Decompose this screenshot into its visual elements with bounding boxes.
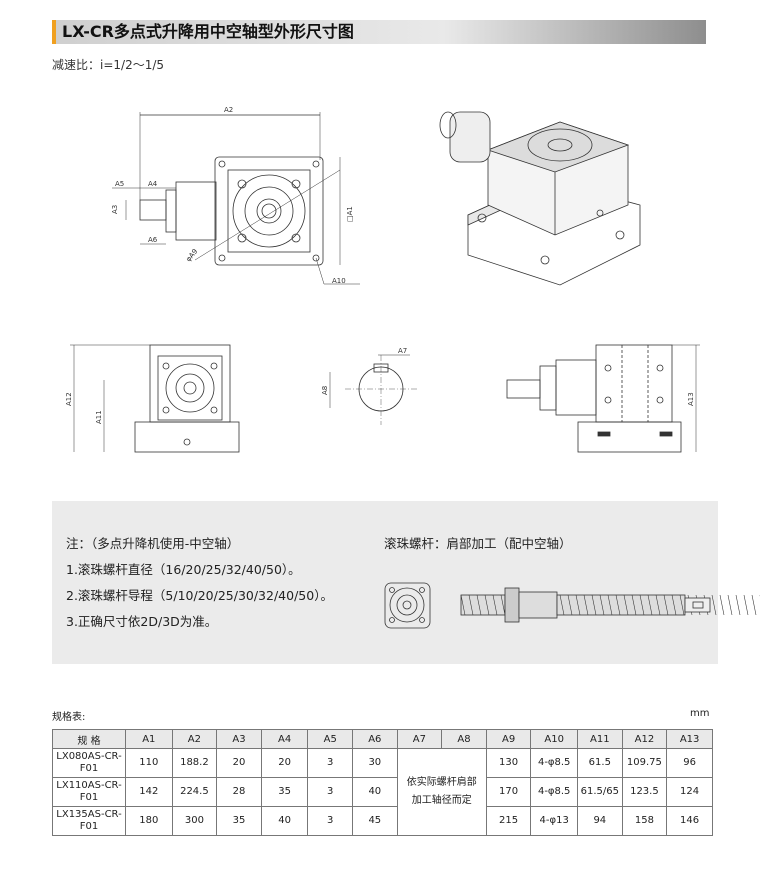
cell-a11: 61.5/65 — [577, 777, 623, 807]
label-a6: A6 — [148, 236, 158, 244]
cell-a9: 130 — [485, 748, 532, 778]
label-a8: A8 — [321, 386, 329, 395]
header-cell: A12 — [621, 729, 668, 749]
spec-table-label: 规格表: — [52, 712, 86, 723]
header-cell: A9 — [485, 729, 532, 749]
header-cell: A2 — [171, 729, 218, 749]
cell-a13: 96 — [666, 748, 713, 778]
cell-a1: 180 — [124, 806, 173, 836]
side-view-drawing: A13 — [506, 344, 700, 453]
cell-a11: 61.5 — [577, 748, 623, 778]
dimension-drawings: A2 φA9 A5 A4 A3 A6 □A1 A10 — [65, 106, 700, 453]
header-cell: A1 — [124, 729, 173, 749]
cell-a12: 158 — [621, 806, 668, 836]
cell-a3: 20 — [216, 748, 262, 778]
page-title: LX-CR多点式升降用中空轴型外形尺寸图 — [62, 22, 354, 41]
label-a10: A10 — [332, 277, 346, 285]
label-a7: A7 — [398, 347, 407, 355]
top-view-drawing: A2 φA9 A5 A4 A3 A6 □A1 A10 — [111, 106, 360, 285]
header-cell: 规 格 — [52, 729, 126, 749]
cell-a4: 40 — [260, 806, 309, 836]
note-item-3: 3.正确尺寸依2D/3D为准。 — [66, 614, 218, 629]
title-accent — [52, 20, 56, 44]
table-row: LX110AS-CR-F01 142 224.5 28 35 3 40 170 … — [52, 777, 713, 807]
cell-a6: 40 — [352, 777, 398, 807]
label-a11: A11 — [95, 410, 103, 424]
header-cell: A6 — [352, 729, 398, 749]
table-row: LX135AS-CR-F01 180 300 35 40 3 45 215 4-… — [52, 806, 713, 836]
note-item-1: 1.滚珠螺杆直径（16/20/25/32/40/50）。 — [66, 562, 301, 577]
model-cell: LX135AS-CR-F01 — [52, 806, 126, 836]
header-cell: A4 — [260, 729, 309, 749]
notes-panel — [52, 501, 718, 664]
bore-detail-drawing: A7 A8 — [321, 347, 418, 425]
model-cell: LX110AS-CR-F01 — [52, 777, 126, 807]
cell-a5: 3 — [307, 777, 354, 807]
label-a13: A13 — [687, 392, 695, 406]
spec-table: 规 格 A1 A2 A3 A4 A5 A6 A7 A8 A9 A10 A11 A… — [52, 729, 713, 836]
cell-a4: 20 — [260, 748, 309, 778]
label-a4: A4 — [148, 180, 158, 188]
notes-heading: 注：（多点升降机使用-中空轴） — [66, 536, 240, 551]
cell-a10: 4-φ13 — [530, 806, 579, 836]
table-row: LX080AS-CR-F01 110 188.2 20 20 3 30 依实际螺… — [52, 748, 713, 836]
label-a12: A12 — [65, 392, 73, 406]
cell-a5: 3 — [307, 748, 354, 778]
table-header-row: 规 格 A1 A2 A3 A4 A5 A6 A7 A8 A9 A10 A11 A… — [52, 729, 713, 749]
cell-a12: 109.75 — [621, 748, 668, 778]
header-cell: A11 — [577, 729, 623, 749]
cell-a9: 170 — [485, 777, 532, 807]
title-bar — [52, 20, 706, 44]
cell-a2: 300 — [171, 806, 218, 836]
cell-a6: 30 — [352, 748, 398, 778]
cell-a9: 215 — [485, 806, 532, 836]
cell-a12: 123.5 — [621, 777, 668, 807]
note-item-2: 2.滚珠螺杆导程（5/10/20/25/30/32/40/50）。 — [66, 588, 333, 603]
label-a3: A3 — [111, 205, 119, 214]
cell-a7-a8-merged: 依实际螺杆肩部加工轴径而定 — [396, 748, 487, 836]
header-cell: A10 — [530, 729, 579, 749]
header-cell: A3 — [216, 729, 262, 749]
ball-screw-heading: 滚珠螺杆：肩部加工（配中空轴） — [384, 536, 572, 551]
front-view-drawing: A12 A11 — [65, 344, 240, 453]
cell-a6: 45 — [352, 806, 398, 836]
cell-a2: 224.5 — [171, 777, 218, 807]
cell-a10: 4-φ8.5 — [530, 748, 579, 778]
cell-a10: 4-φ8.5 — [530, 777, 579, 807]
header-cell: A13 — [666, 729, 713, 749]
cell-a3: 28 — [216, 777, 262, 807]
cell-a3: 35 — [216, 806, 262, 836]
reduction-ratio: 减速比：i=1/2～1/5 — [52, 58, 165, 72]
spec-table-unit: mm — [690, 708, 710, 719]
header-cell: A5 — [307, 729, 354, 749]
cell-a11: 94 — [577, 806, 623, 836]
label-a9: φA9 — [184, 248, 199, 264]
model-cell: LX080AS-CR-F01 — [52, 748, 126, 778]
cell-a4: 35 — [260, 777, 309, 807]
cell-a5: 3 — [307, 806, 354, 836]
isometric-view-drawing — [439, 111, 641, 286]
header-cell: A7 — [396, 729, 443, 749]
cell-a2: 188.2 — [171, 748, 218, 778]
label-a1: □A1 — [346, 206, 354, 222]
label-a5: A5 — [115, 180, 124, 188]
cell-a1: 110 — [124, 748, 173, 778]
cell-a13: 146 — [666, 806, 713, 836]
cell-a1: 142 — [124, 777, 173, 807]
label-a2: A2 — [224, 106, 233, 114]
cell-a13: 124 — [666, 777, 713, 807]
header-cell: A8 — [441, 729, 487, 749]
